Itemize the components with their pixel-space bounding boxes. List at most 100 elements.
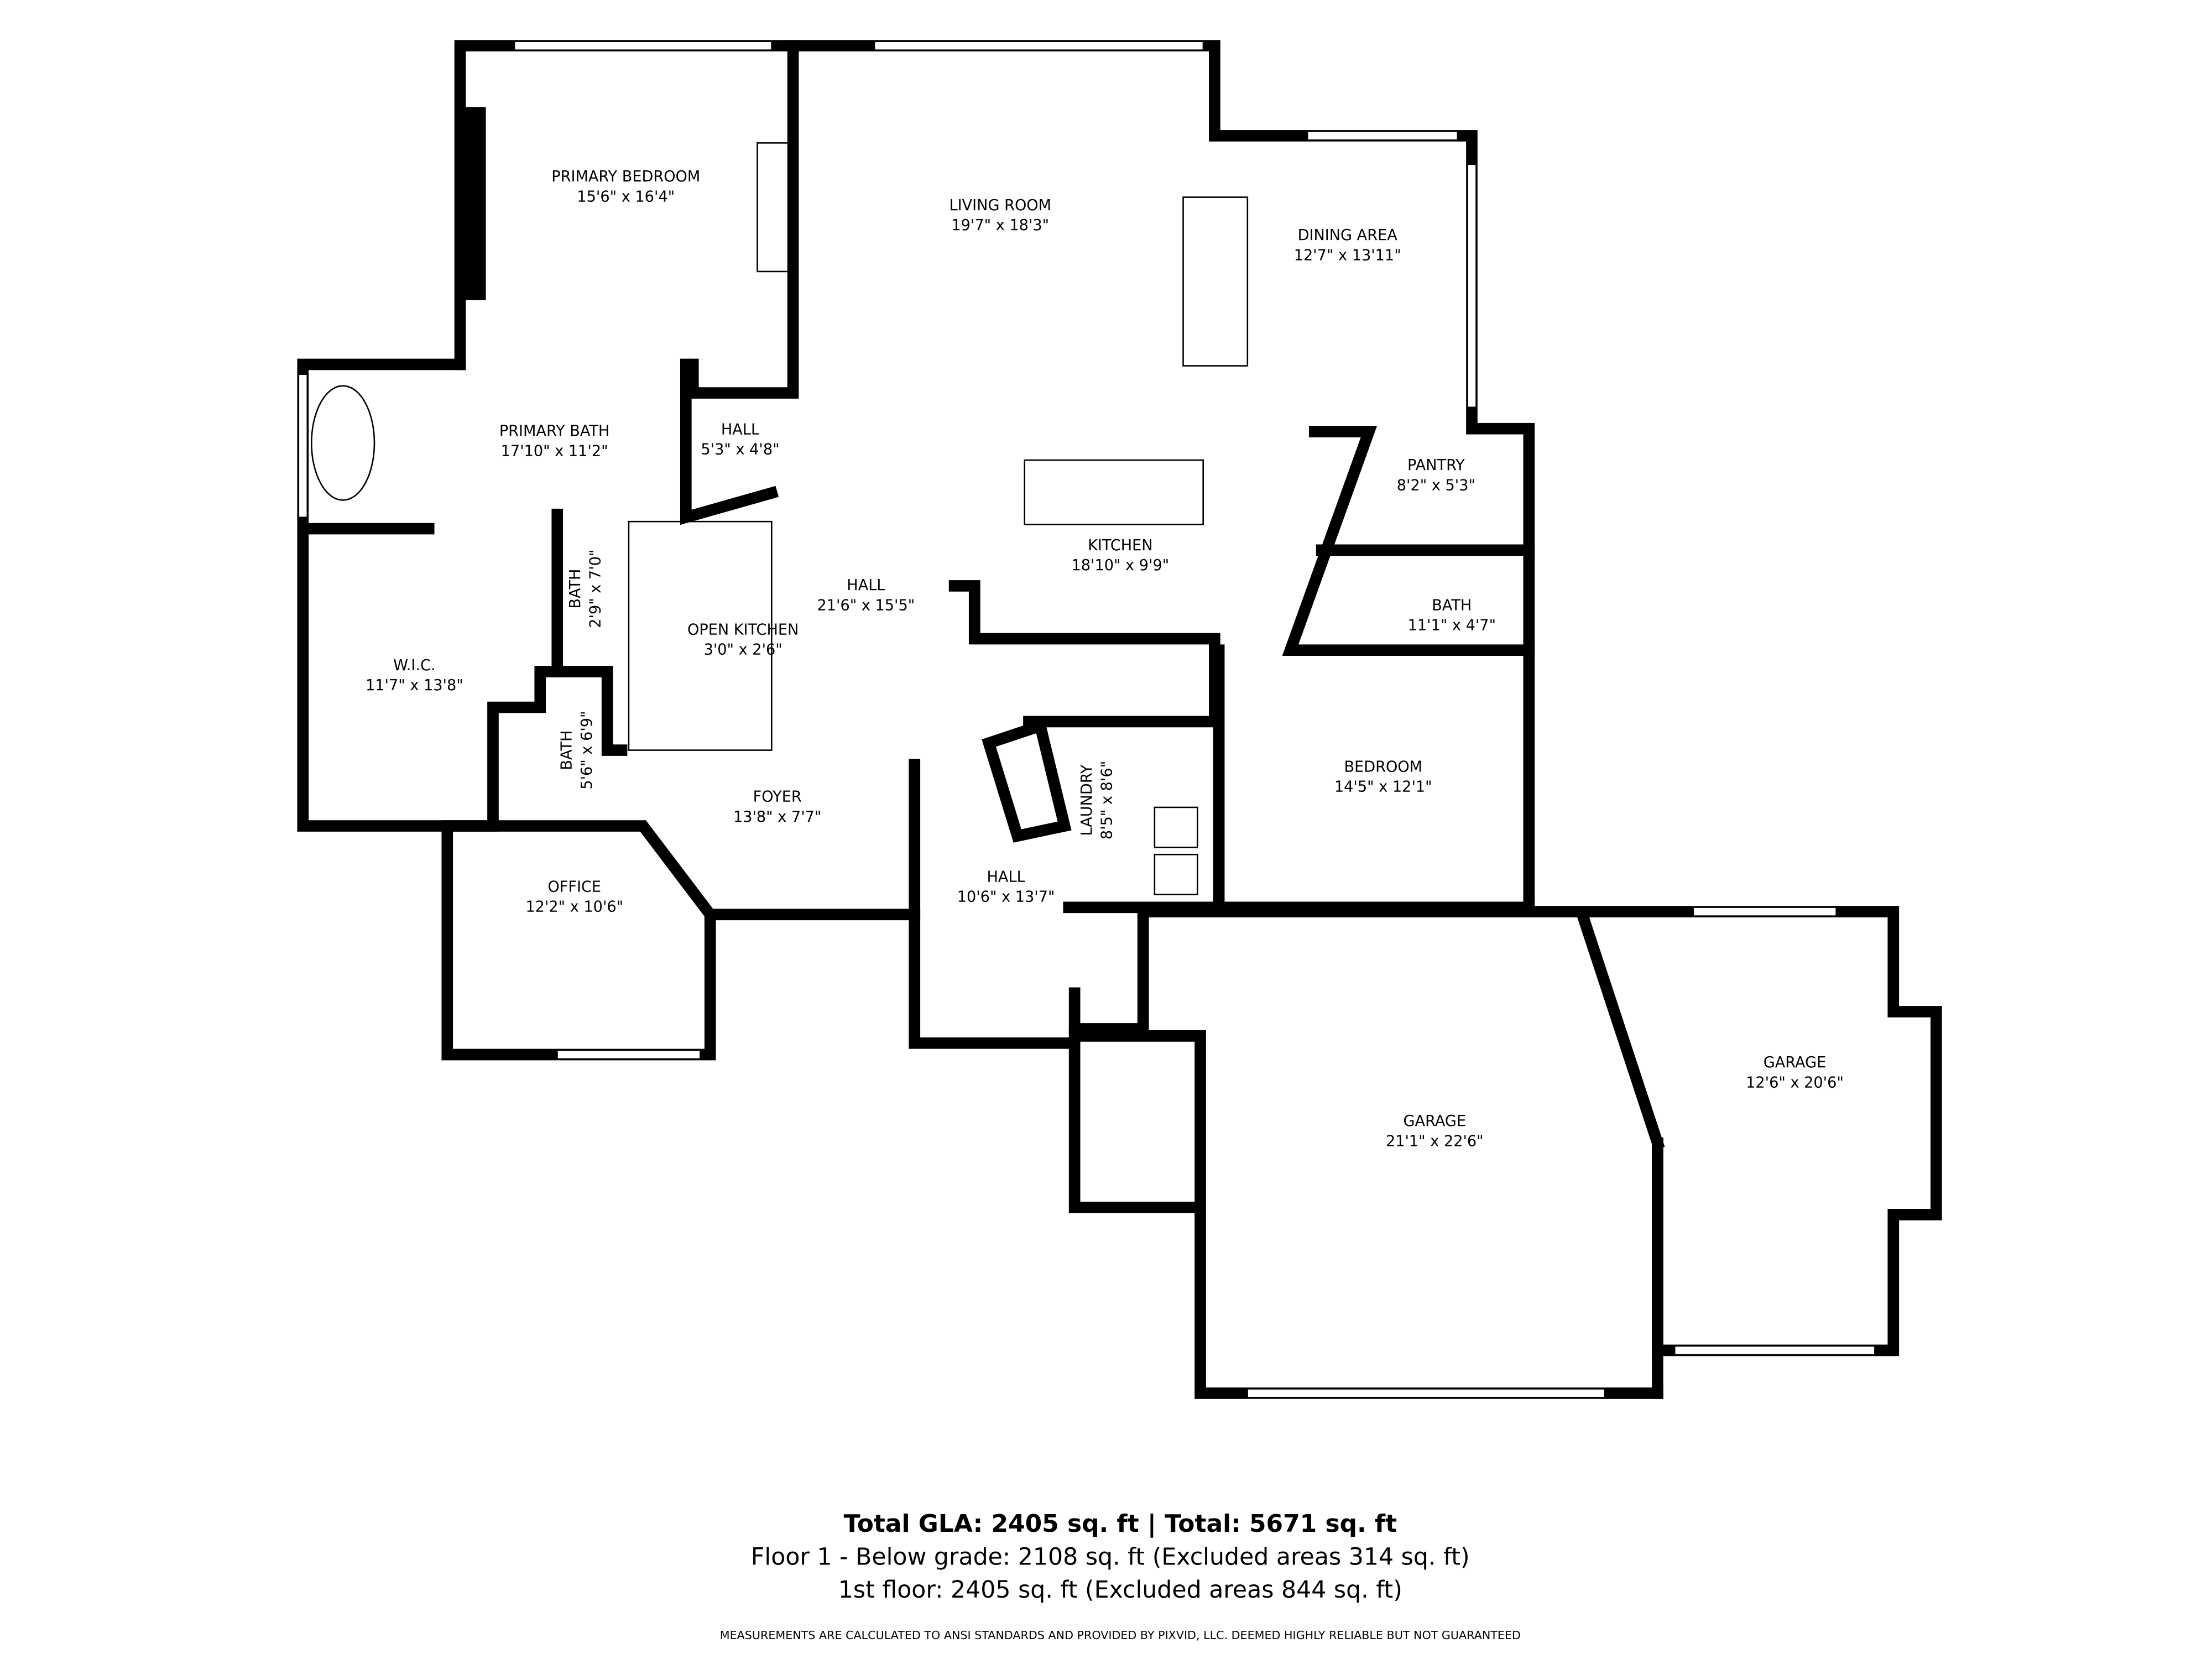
washer [1154,806,1198,848]
room-size: 5'6" x 6'9" [578,711,596,789]
stairs [628,520,773,751]
window [874,40,1204,51]
room-name: BATH [567,569,584,609]
room-name: LIVING ROOM [950,197,1052,214]
disclaimer: MEASUREMENTS ARE CALCULATED TO ANSI STAN… [720,1629,1521,1642]
room-size: 10'6" x 13'7" [957,888,1055,905]
windows [298,40,1876,1399]
wall [441,820,716,1061]
room-name: LAUNDRY [1078,764,1095,836]
room-name: W.I.C. [393,657,436,674]
room-wic: W.I.C. 11'7" x 13'8" [366,657,463,694]
room-name: PANTRY [1407,457,1465,474]
room-name: KITCHEN [1088,537,1153,554]
window [1692,906,1837,917]
room-foyer: FOYER 13'8" x 7'7" [733,789,821,826]
room-dining-area: DINING AREA 12'7" x 13'11" [1294,227,1401,264]
wall [1068,906,1149,1035]
wall [1068,1030,1663,1399]
room-name: HALL [721,421,759,439]
fireplace [1182,196,1249,367]
room-name: FOYER [753,789,802,806]
room-hall-garage: HALL 10'6" x 13'7" [957,868,1055,905]
wall [704,909,1081,1049]
window [1467,164,1477,408]
room-size: 11'7" x 13'8" [366,677,463,694]
area-summary: Total GLA: 2405 sq. ft | Total: 5671 sq.… [720,1510,1521,1642]
room-size: 19'7" x 18'3" [951,217,1049,234]
room-bath-east: BATH 11'1" x 4'7" [1408,597,1496,634]
wall [787,40,1535,914]
room-primary-bath: PRIMARY BATH 17'10" x 11'2" [499,422,610,460]
room-garage-small: GARAGE 12'6" x 20'6" [1746,1054,1844,1091]
room-name: GARAGE [1404,1113,1467,1130]
room-name: OFFICE [547,878,601,895]
room-name: HALL [987,868,1025,885]
room-labels: PRIMARY BEDROOM 15'6" x 16'4" LIVING ROOM… [366,168,1844,1150]
room-size: 5'3" x 4'8" [701,441,779,458]
room-size: 21'6" x 15'5" [817,597,915,614]
room-size: 12'2" x 10'6" [525,899,623,916]
room-primary-bedroom: PRIMARY BEDROOM 15'6" x 16'4" [551,168,700,205]
window [514,40,773,51]
room-size: 15'6" x 16'4" [577,188,675,205]
wall [680,358,779,525]
room-name: PRIMARY BATH [499,422,610,440]
wall [1137,906,1942,1357]
floor-1-area: Floor 1 - Below grade: 2108 sq. ft (Excl… [751,1543,1470,1571]
fixtures [311,142,1249,895]
room-size: 12'6" x 20'6" [1746,1074,1844,1091]
window [1674,1345,1876,1355]
room-size: 12'7" x 13'11" [1294,247,1401,264]
walls [297,40,1942,1399]
window [1246,1388,1605,1399]
wall-block [460,107,486,300]
room-name: HALL [847,577,885,594]
wall [1282,426,1535,656]
room-name: OPEN KITCHEN [687,621,799,638]
room-name: BATH [1432,597,1472,614]
room-size: 21'1" x 22'6" [1386,1133,1484,1150]
room-hall-small: HALL 5'3" x 4'8" [701,421,779,458]
room-size: 13'8" x 7'7" [733,808,821,826]
room-living-room: LIVING ROOM 19'7" x 18'3" [950,197,1052,234]
bathtub [311,385,375,501]
room-size: 3'0" x 2'6" [704,641,782,658]
room-name: DINING AREA [1298,227,1398,244]
room-size: 8'2" x 5'3" [1397,477,1475,494]
total-area: Total GLA: 2405 sq. ft | Total: 5671 sq.… [844,1510,1397,1538]
room-kitchen: KITCHEN 18'10" x 9'9" [1071,537,1169,574]
kitchen-island [1024,459,1204,525]
room-size: 11'1" x 4'7" [1408,617,1496,634]
room-size: 8'5" x 8'6" [1098,761,1115,839]
room-size: 18'10" x 9'9" [1071,557,1169,574]
room-hall-main: HALL 21'6" x 15'5" [817,577,915,614]
wall [454,40,799,399]
wall [297,358,628,832]
room-name: GARAGE [1764,1054,1827,1071]
room-office: OFFICE 12'2" x 10'6" [525,878,623,915]
window [298,373,308,518]
room-name: BATH [559,731,576,770]
room-open-kitchen: OPEN KITCHEN 3'0" x 2'6" [687,621,799,658]
room-size: 17'10" x 11'2" [501,442,608,460]
fireplace [757,142,790,273]
wall [948,580,1220,728]
room-garage-large: GARAGE 21'1" x 22'6" [1386,1113,1484,1150]
room-size: 2'9" x 7'0" [587,549,604,628]
wall [982,718,1072,843]
window [556,1050,701,1060]
room-pantry: PANTRY 8'2" x 5'3" [1397,457,1475,494]
room-bedroom: BEDROOM 14'5" x 12'1" [1334,758,1432,795]
wall [1576,910,1665,1151]
dryer [1154,853,1198,895]
first-floor-area: 1st floor: 2405 sq. ft (Excluded areas 8… [838,1576,1402,1604]
room-name: BEDROOM [1344,758,1422,775]
window [1307,131,1458,141]
room-name: PRIMARY BEDROOM [551,168,700,185]
room-size: 14'5" x 12'1" [1334,779,1432,796]
